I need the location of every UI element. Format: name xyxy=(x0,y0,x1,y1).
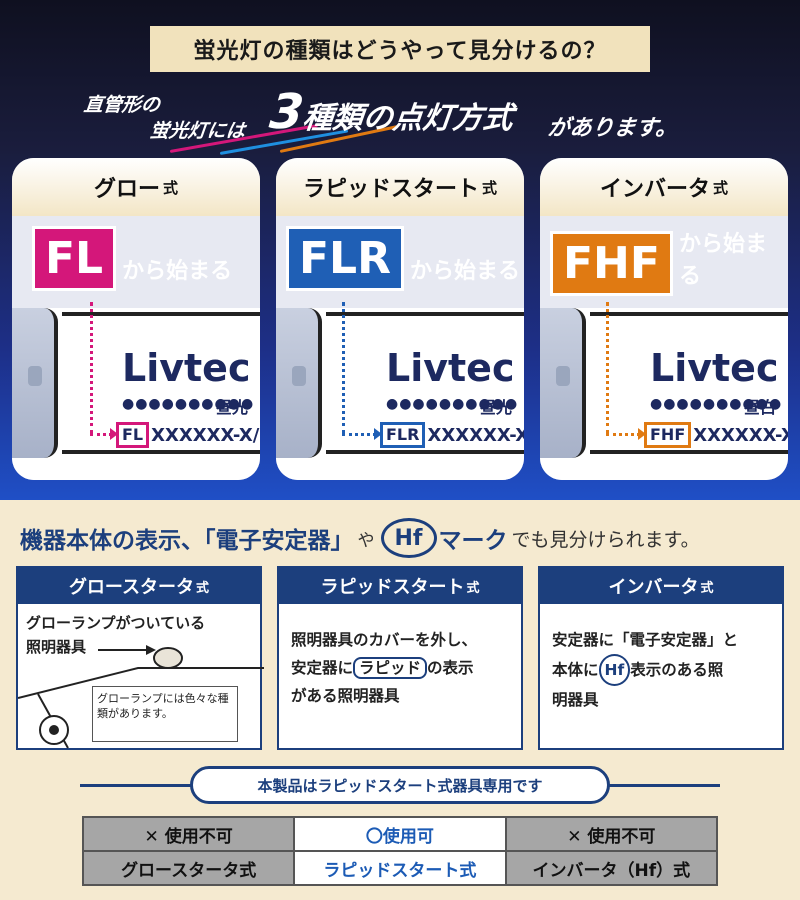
compat-notice: 本製品はラピッドスタート式器具専用です xyxy=(190,766,610,804)
leader-line xyxy=(606,302,609,434)
intro-emph-text: 種類の点灯方式 xyxy=(300,101,515,136)
prefix-tail: から始まる xyxy=(122,259,233,284)
prefix-tail: から始まる xyxy=(678,232,767,289)
brand-logo: Livtec xyxy=(122,346,251,390)
table-row: ✕ 使用不可 〇使用可 ✕ 使用不可 xyxy=(81,816,719,852)
compat-table: ✕ 使用不可 〇使用可 ✕ 使用不可 グロースタータ式 ラピッドスタート式 イン… xyxy=(81,816,719,886)
box-line1: グローランプがついている xyxy=(26,614,206,632)
tube-cap xyxy=(540,308,586,458)
brand-logo: Livtec xyxy=(650,346,779,390)
leader-line-h xyxy=(606,433,640,436)
tube-body xyxy=(62,312,260,454)
prefix-badge: FHF xyxy=(550,231,673,296)
top-banner: 蛍光灯の種類はどうやって見分けるの？ 直管形の 蛍光灯には 3種類の点灯方式 が… xyxy=(0,0,800,500)
table-cell: ✕ 使用不可 xyxy=(504,816,719,852)
box-line2: 照明器具 xyxy=(26,638,87,656)
brand-logo: Livtec xyxy=(386,346,515,390)
box-title: ラピッドスタート式 xyxy=(279,568,521,604)
dots: ●●●●●●●●●● xyxy=(650,396,783,412)
prefix-row: FL から始まる xyxy=(32,226,232,291)
prefix-row: FHF から始まる xyxy=(550,226,788,296)
intro-line2: 蛍光灯には xyxy=(148,120,247,142)
intro-tail: があります。 xyxy=(546,116,679,141)
light-color: 昼光 xyxy=(480,398,513,417)
table-cell: 〇使用可 xyxy=(293,816,507,852)
table-cell: インバータ（Hf）式 xyxy=(504,850,719,886)
leader-line xyxy=(342,302,345,434)
fixture-illustration xyxy=(18,645,264,749)
tube-body xyxy=(326,312,524,454)
table-cell: グロースタータ式 xyxy=(81,850,296,886)
rapid-tag: ラピッド xyxy=(353,657,428,679)
prefix-tail: から始まる xyxy=(409,259,520,284)
table-cell: ラピッドスタート式 xyxy=(293,850,507,886)
light-color: 昼光 xyxy=(216,398,249,417)
card-title: グロー式 xyxy=(12,158,260,216)
identify-heading: 機器本体の表示、「電子安定器」 や Hf マーク でも見分けられます。 xyxy=(20,518,700,558)
leader-line xyxy=(90,302,93,434)
glow-lamp-note: グローランプには色々な種類があります。 xyxy=(92,686,238,742)
info-box-glow: グロースタータ式 グローランプがついている 照明器具 グローランプには色々な種類… xyxy=(16,566,264,750)
dots: ●●●●●●●●●● xyxy=(122,396,255,412)
arrow-icon xyxy=(638,428,646,440)
box-description: 照明器具のカバーを外し、 安定器にラピッドの表示 がある照明器具 xyxy=(291,631,478,705)
prefix-badge: FL xyxy=(32,226,117,291)
box-title: グロースタータ式 xyxy=(18,568,260,604)
leader-line-h xyxy=(90,433,112,436)
box-title: インバータ式 xyxy=(540,568,782,604)
light-color: 昼白 xyxy=(744,398,777,417)
hf-mark-icon: Hf xyxy=(598,654,631,686)
prefix-badge: FLR xyxy=(286,226,404,291)
prefix-row: FLR から始まる xyxy=(286,226,520,291)
card-title: ラピッドスタート式 xyxy=(276,158,524,216)
table-row: グロースタータ式 ラピッドスタート式 インバータ（Hf）式 xyxy=(81,850,719,886)
arrow-icon xyxy=(110,428,118,440)
table-cell: ✕ 使用不可 xyxy=(81,816,296,852)
info-box-rapid: ラピッドスタート式 照明器具のカバーを外し、 安定器にラピッドの表示 がある照明… xyxy=(277,566,523,750)
hf-mark-icon: Hf xyxy=(380,518,437,558)
dots: ●●●●●●●●●● xyxy=(386,396,519,412)
card-title: インバータ式 xyxy=(540,158,788,216)
type-card-rapid: ラピッドスタート式 FLR から始まる Livtec ●●●●●●●●●● 昼光… xyxy=(276,158,524,480)
leader-line-h xyxy=(342,433,376,436)
tube-cap xyxy=(12,308,58,458)
question-banner: 蛍光灯の種類はどうやって見分けるの？ xyxy=(150,26,650,72)
intro-line1: 直管形の xyxy=(82,94,162,116)
arrow-icon xyxy=(374,428,382,440)
intro-emphasis: 3種類の点灯方式 xyxy=(267,84,516,140)
tube-cap xyxy=(276,308,322,458)
type-card-inverter: インバータ式 FHF から始まる Livtec ●●●●●●●●●● 昼白 FH… xyxy=(540,158,788,480)
